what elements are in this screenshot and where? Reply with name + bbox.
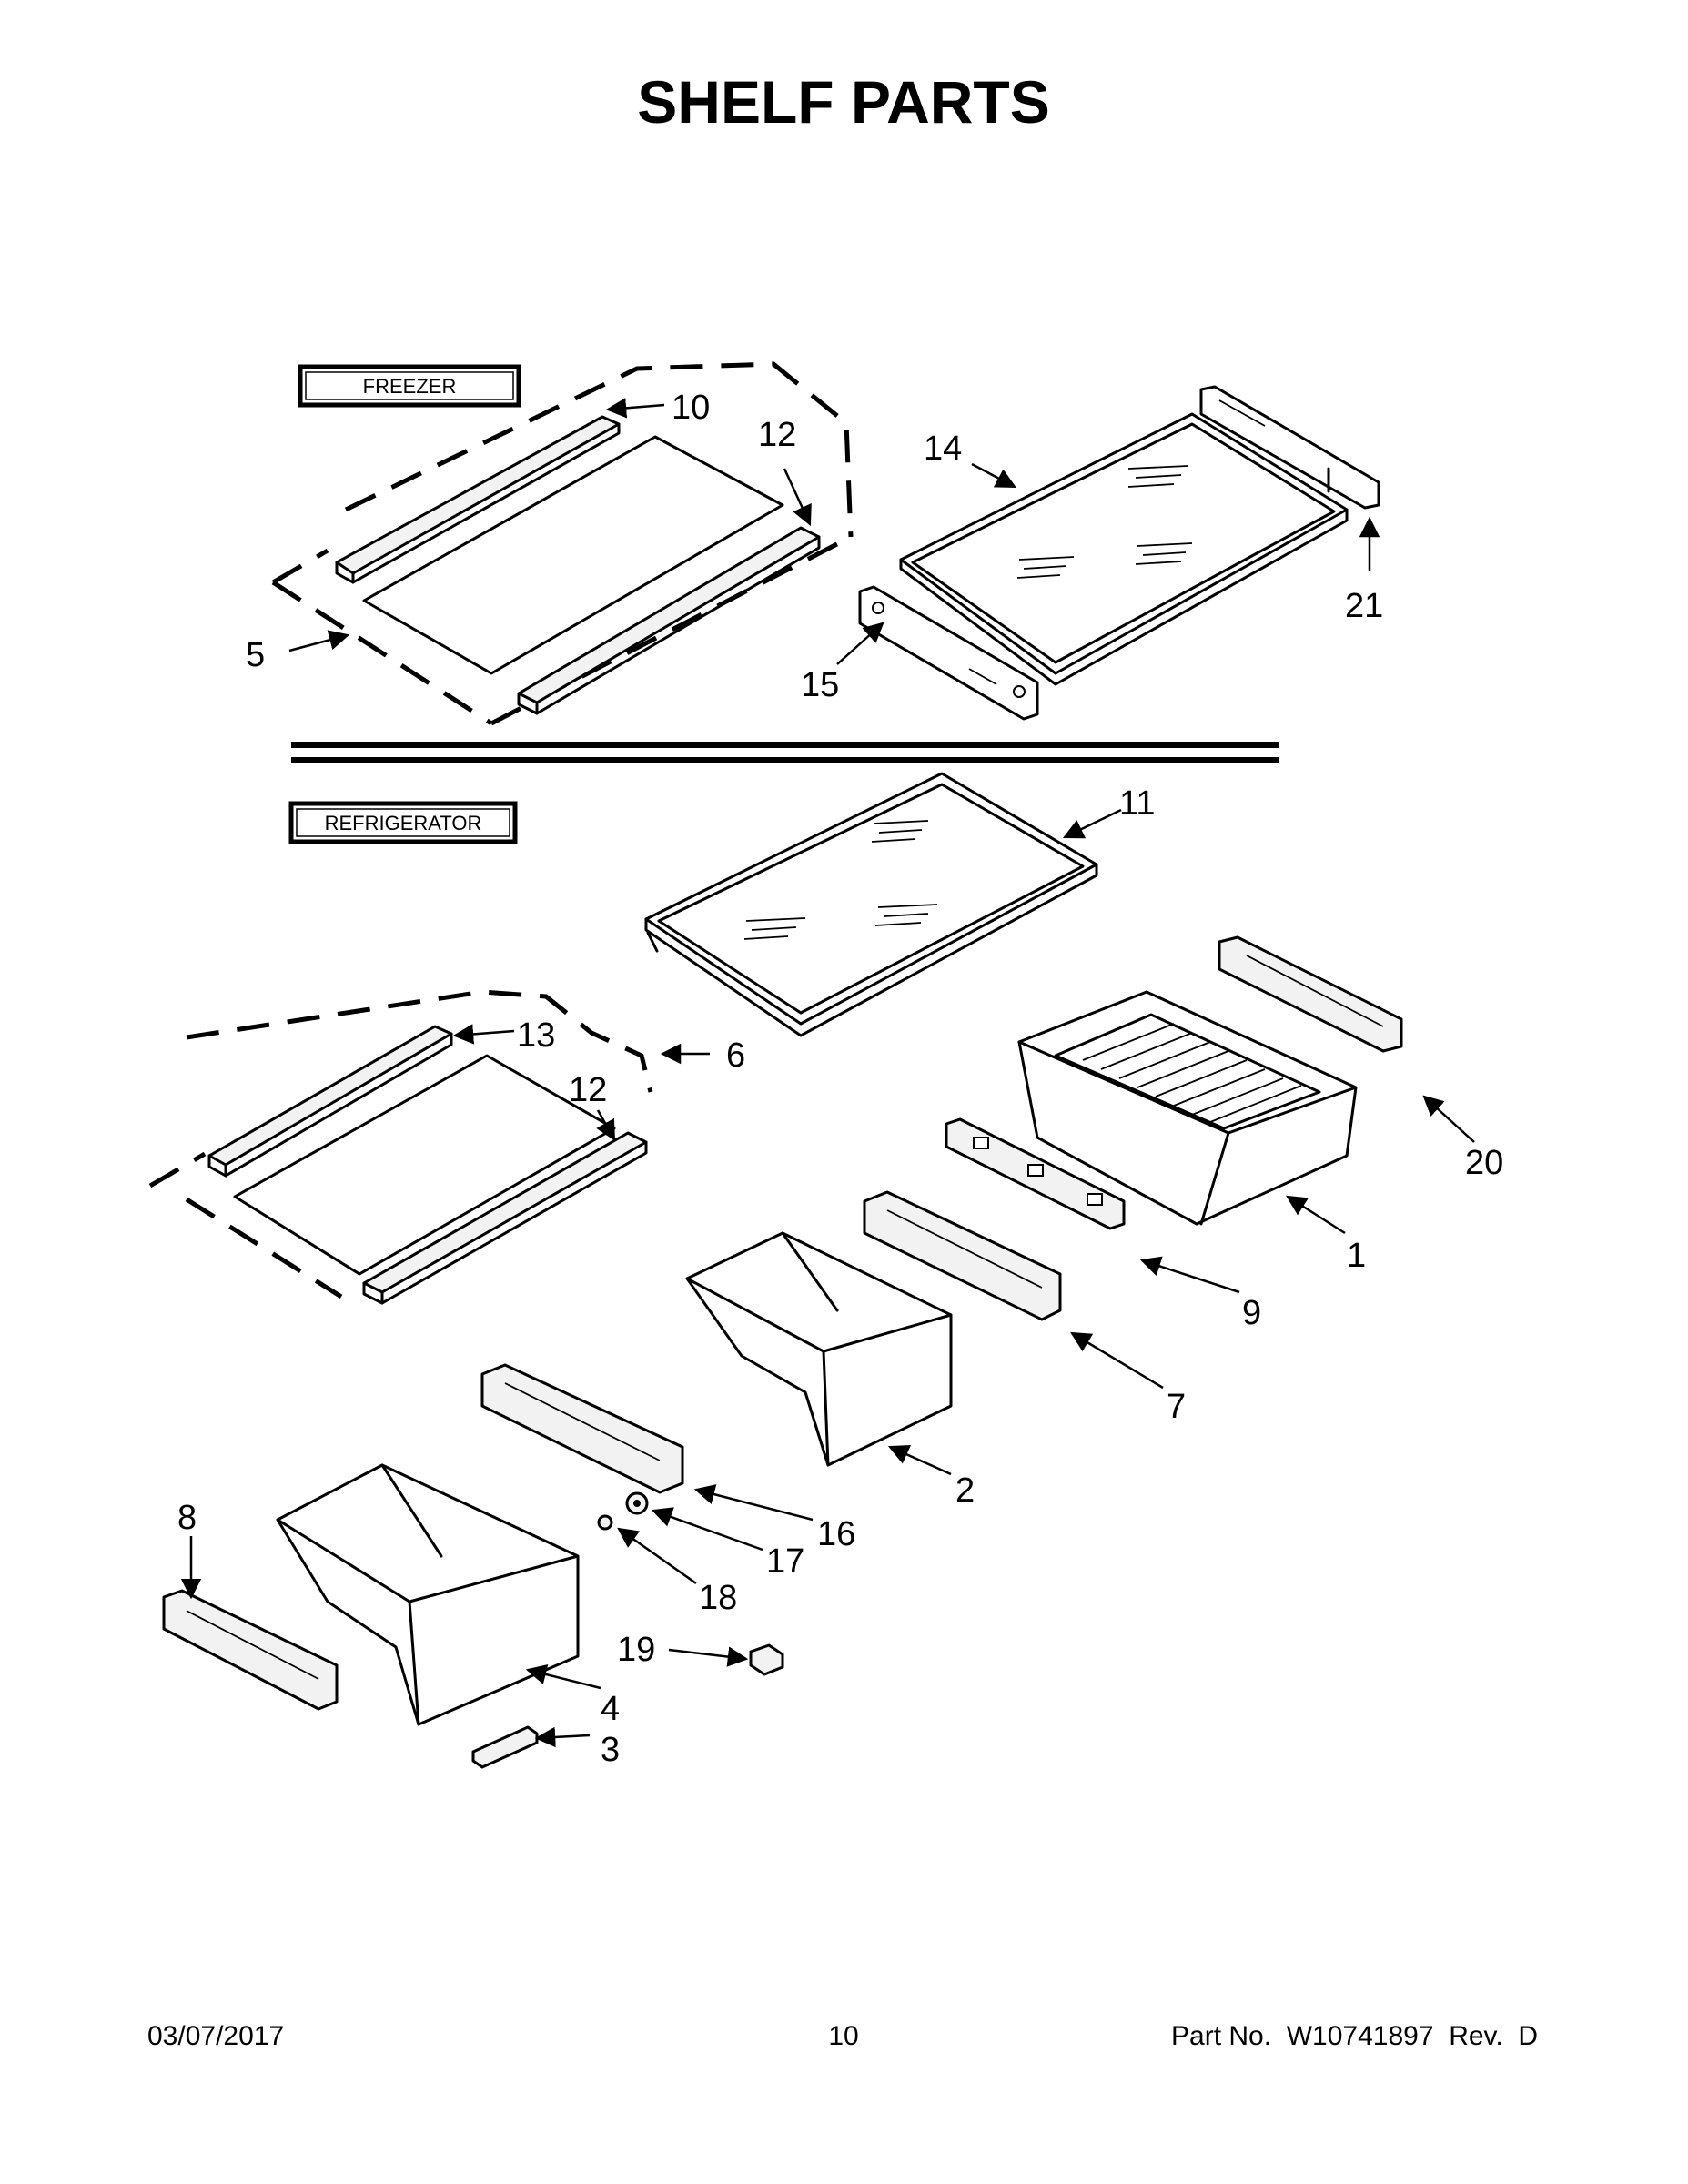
callout-16: 16 [817,1515,855,1553]
part-8-rail [162,1589,339,1711]
part-6-glass-panel [233,1054,616,1276]
callout-12-refrigerator: 12 [569,1071,607,1109]
callout-10: 10 [672,389,710,427]
footer-part-number: Part No. W10741897 Rev. D [1171,2021,1538,2051]
page-title: SHELF PARTS [637,68,1049,136]
part-3-clip [471,1725,539,1769]
part-20-rail [1218,935,1403,1053]
part-1-large-bin [1017,990,1358,1226]
callout-2: 2 [955,1471,975,1510]
refrigerator-label-text: REFRIGERATOR [325,812,482,834]
part-14-glass-shelf [899,412,1349,686]
callout-6: 6 [726,1036,745,1075]
part-19-plug [749,1643,784,1676]
part-10-rail [335,415,621,584]
callout-19: 19 [617,1631,655,1669]
callout-3: 3 [601,1731,620,1769]
callout-8: 8 [177,1499,197,1537]
part-17-roller [625,1491,649,1515]
part-6-shelf-kit-outline [148,989,653,1299]
callout-21: 21 [1345,587,1383,625]
callout-4: 4 [601,1690,620,1728]
callout-numbers: 10 12 5 14 15 21 11 13 12 6 20 1 9 7 2 1… [177,389,1503,1769]
part-2-bin [685,1231,953,1467]
freezer-label: FREEZER [298,364,521,408]
part-21-bracket [1199,385,1380,510]
part-12-rail-refrigerator [362,1131,648,1305]
callout-1: 1 [1347,1237,1366,1275]
part-16-rail [480,1363,684,1494]
part-11-glass-shelf [644,772,1098,1037]
callout-13: 13 [517,1016,555,1055]
part-9-rail [945,1117,1126,1230]
footer-page-number: 10 [828,2021,858,2051]
part-4-bin [276,1463,580,1726]
callout-7: 7 [1167,1388,1186,1426]
leader-lines [180,398,1475,1748]
freezer-label-text: FREEZER [363,375,457,398]
callout-11: 11 [1119,784,1155,823]
refrigerator-label: REFRIGERATOR [288,801,518,844]
callout-14: 14 [924,430,962,468]
part-5-glass-panel [362,435,784,675]
part-18-screw [597,1514,613,1531]
callout-15: 15 [801,666,839,704]
section-divider [291,742,1279,763]
part-15-bracket [858,585,1039,721]
callout-18: 18 [699,1579,737,1617]
callout-17: 17 [766,1542,804,1581]
part-12-rail-freezer [517,526,821,715]
callout-9: 9 [1242,1294,1261,1332]
callout-12-freezer: 12 [758,416,796,454]
callout-5: 5 [246,636,265,674]
part-13-rail [207,1025,453,1178]
footer-date: 03/07/2017 [147,2021,284,2051]
callout-20: 20 [1465,1144,1503,1182]
part-7-rail [863,1190,1062,1321]
